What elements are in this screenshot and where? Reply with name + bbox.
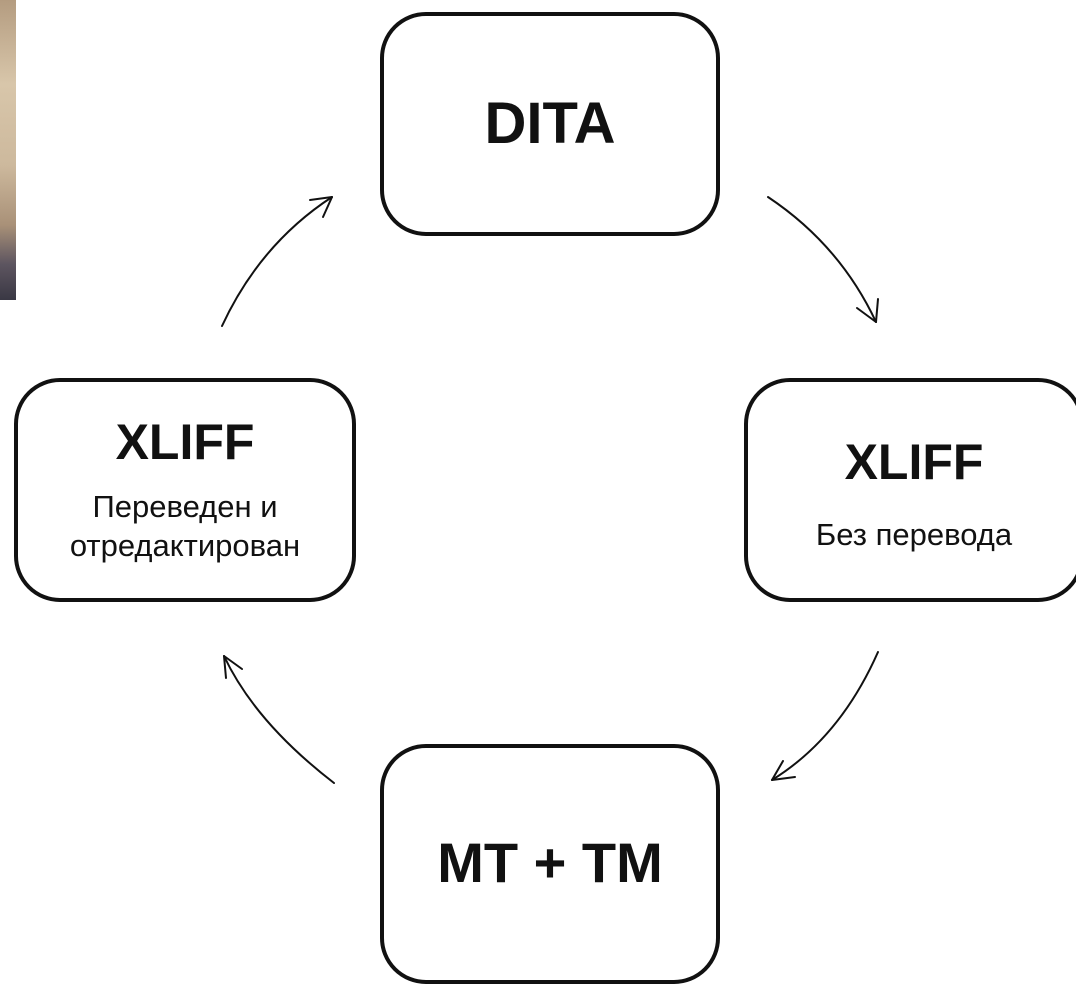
photo-fragment [0,0,16,300]
arrow-xliff-right-to-mt-tm [771,651,879,781]
node-xliff-untranslated: XLIFF Без перевода [744,378,1076,602]
arrow-xliff-left-to-dita [221,196,333,327]
node-title: XLIFF [115,413,255,470]
node-subtitle: Без перевода [815,517,1013,553]
node-subtitle: Переведен и отредактирован [69,488,301,563]
node-title: XLIFF [844,434,984,491]
node-xliff-translated: XLIFF Переведен и отредактирован [14,378,356,602]
cycle-arrows [221,196,879,784]
node-title: MT + TM [437,831,663,894]
arrow-dita-to-xliff-right [767,196,879,323]
node-mt-tm: MT + TM [380,744,720,984]
node-title: DITA [484,91,616,157]
node-dita: DITA [380,12,720,236]
arrow-mt-tm-to-xliff-left [223,655,335,784]
